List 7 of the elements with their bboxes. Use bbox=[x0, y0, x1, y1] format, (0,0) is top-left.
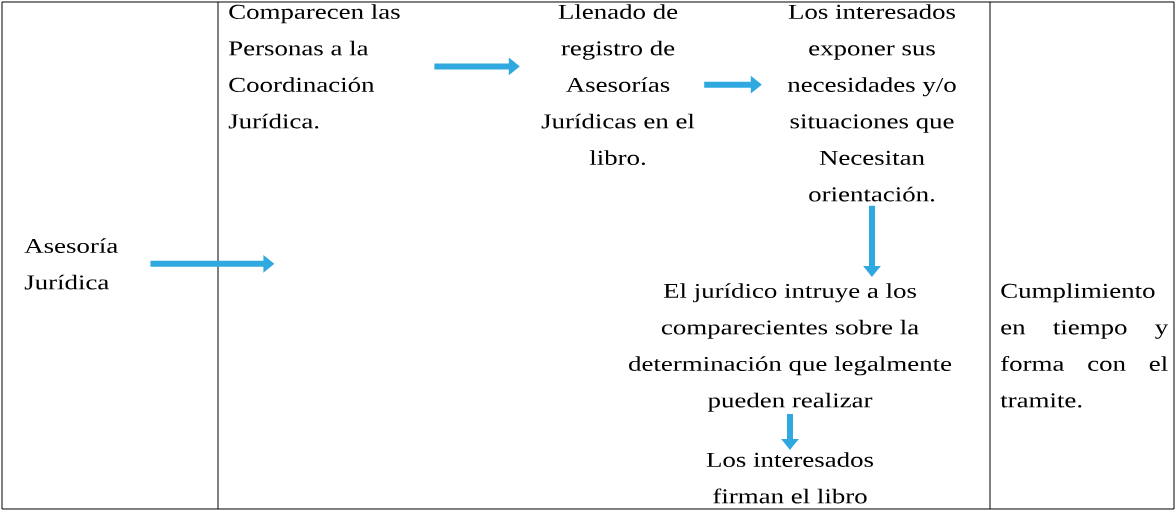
step-text: El jurídico intruye a los comparecientes sobre la determinación que legalmente pueden realizar bbox=[629, 283, 952, 412]
step-text: Comparecen las Personas a la Coordinación Jurídica. bbox=[228, 4, 400, 129]
step-text: Los interesados exponer sus necesidades y/o situaciones que Necesitan orientación. bbox=[787, 4, 956, 202]
step-text: Los interesados firman el libro bbox=[706, 452, 874, 504]
step-text: Asesoría Jurídica bbox=[24, 238, 118, 290]
step-text: Llenado de registro de Asesorías Jurídicas en el libro. bbox=[541, 4, 695, 166]
step-text: Cumplimiento en tiempo y forma con el tramite. bbox=[1000, 283, 1169, 408]
